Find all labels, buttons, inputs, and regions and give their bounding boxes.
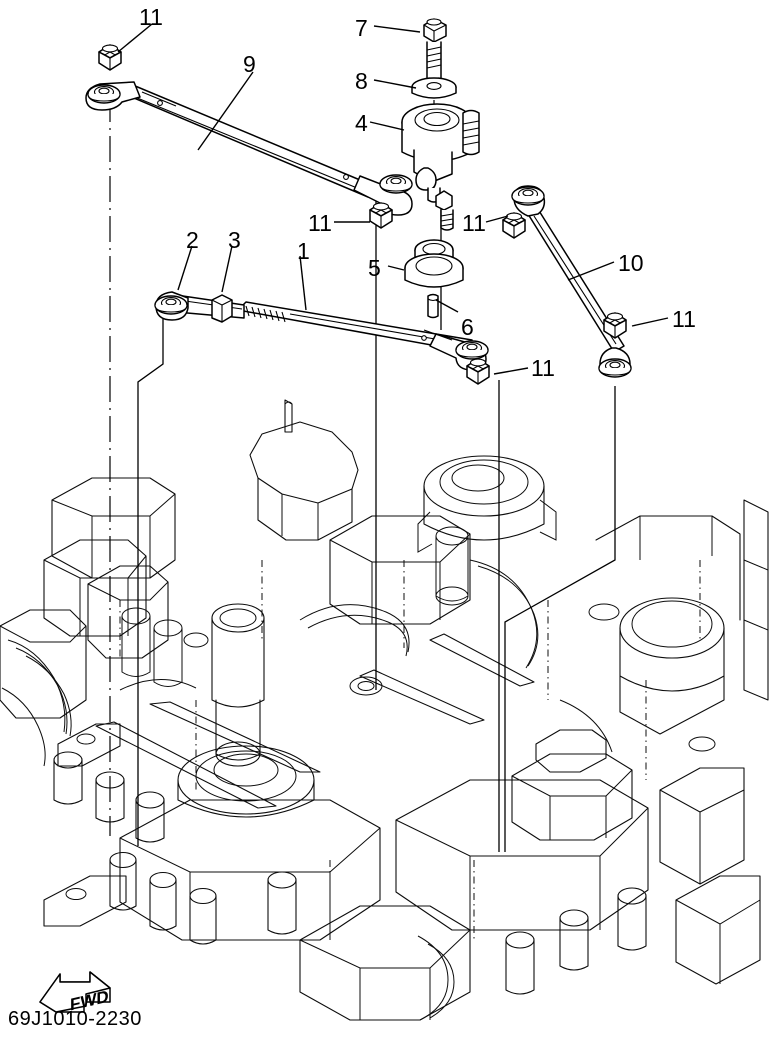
diagram-part-number: 69J1010-2230 — [8, 1008, 142, 1030]
callout-5-bushing: 5 — [368, 255, 381, 281]
callout-11-bottom: 11 — [531, 355, 555, 381]
fwd-arrow-icon: FWD — [39, 971, 111, 1015]
callout-6-pin: 6 — [461, 314, 474, 340]
part-6-pin-spacer — [427, 293, 439, 319]
part-1-adjusting-rod — [237, 301, 489, 371]
callout-11-mid-left: 11 — [308, 210, 332, 236]
callout-11-mid-right: 11 — [462, 210, 486, 236]
callout-2-rod-end: 2 — [186, 227, 199, 253]
part-10-link-rod — [511, 185, 632, 378]
callout-11-right: 11 — [672, 306, 696, 332]
part-4-bracket-mount — [401, 103, 480, 231]
callout-10-link-rod: 10 — [618, 250, 644, 276]
part-3-nut — [211, 294, 233, 323]
leader-lines — [117, 23, 669, 375]
callout-9-link-rod: 9 — [243, 51, 256, 77]
callout-11-top-left: 11 — [139, 4, 163, 30]
callout-8-washer: 8 — [355, 68, 368, 94]
part-5-bushing-damper — [404, 239, 464, 288]
part-8-washer — [411, 77, 457, 99]
engine-block-illustration — [0, 399, 769, 1021]
callout-1-adjusting-rod: 1 — [297, 238, 310, 264]
callout-7-bolt: 7 — [355, 15, 368, 41]
callout-4-bracket: 4 — [355, 110, 368, 136]
part-9-link-rod — [85, 81, 413, 216]
callout-3-nut: 3 — [228, 227, 241, 253]
